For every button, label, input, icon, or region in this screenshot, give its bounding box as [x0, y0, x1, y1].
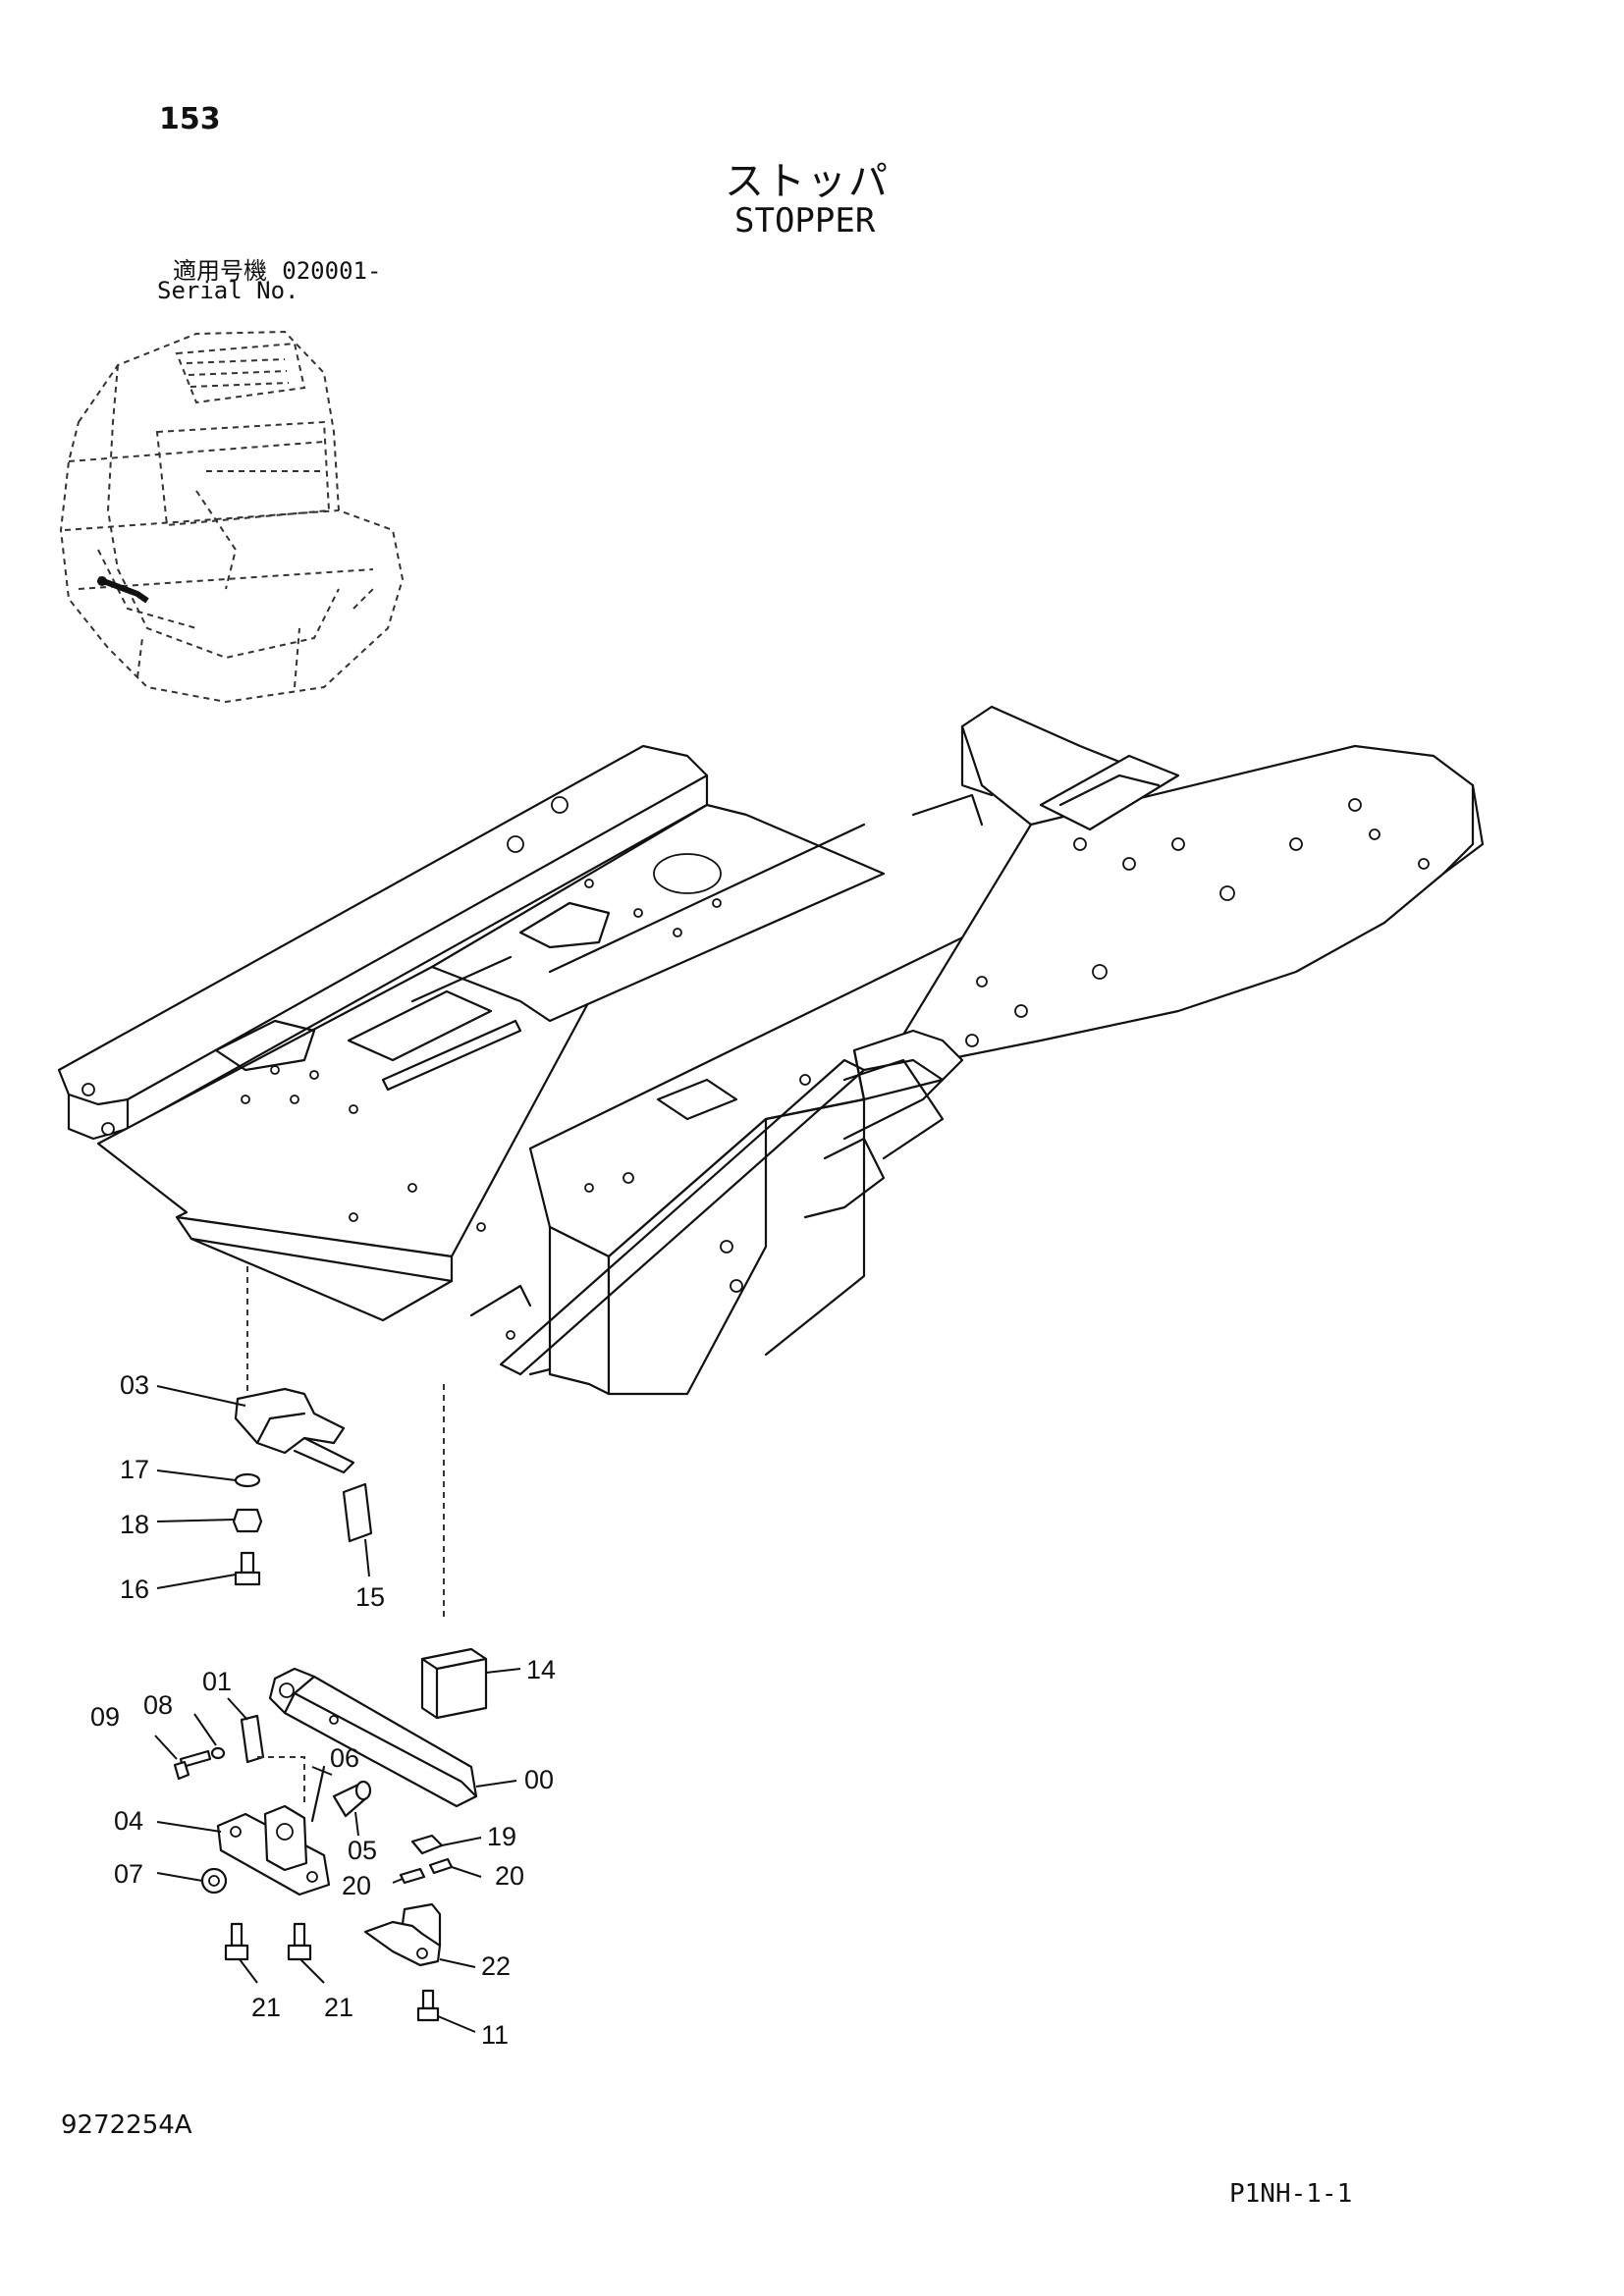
callout-06: 06: [330, 1743, 359, 1773]
callout-20-left: 20: [342, 1871, 371, 1900]
locator-stopper-highlight: [96, 576, 149, 604]
part-21-bolts: [224, 1922, 312, 1961]
part-18-nut: [232, 1508, 263, 1533]
assembly-line-01: [257, 1756, 305, 1806]
callout-19: 19: [487, 1822, 516, 1851]
part-20-spacer-left: [399, 1867, 426, 1885]
serial-value: 020001-: [282, 257, 382, 285]
part-15-shim: [342, 1482, 373, 1543]
callout-17: 17: [120, 1455, 149, 1484]
callout-21-right: 21: [324, 1993, 353, 2022]
callout-labels: 03 17 18 16 15 14 01 08 09 06 00 04 05 1…: [90, 1370, 556, 2050]
part-11-bolt: [416, 1989, 440, 2022]
serial-label-jp: 適用号機: [173, 257, 267, 285]
callout-21-left: 21: [251, 1993, 281, 2022]
part-00-stopper-bar: [268, 1667, 478, 1808]
document-code: 9272254A: [61, 2110, 192, 2140]
sheet-code: P1NH-1-1: [1229, 2179, 1353, 2209]
callout-07: 07: [114, 1859, 143, 1889]
part-14-block: [420, 1647, 488, 1720]
part-22-bracket: [363, 1902, 442, 1967]
part-05-pin: [332, 1780, 372, 1818]
callout-00: 00: [524, 1765, 554, 1794]
callout-08: 08: [143, 1690, 173, 1720]
callout-11: 11: [481, 2020, 509, 2050]
title-english: STOPPER: [734, 201, 876, 240]
part-03-bracket: [234, 1387, 355, 1474]
part-16-bolt: [234, 1551, 261, 1586]
locator-cab-view: [59, 330, 405, 704]
callout-20-right: 20: [495, 1861, 524, 1891]
part-20-spacer-right: [428, 1857, 454, 1875]
frame-bolt-holes: [81, 796, 1430, 1340]
title-japanese: ストッパ: [725, 159, 890, 204]
callout-03: 03: [120, 1370, 149, 1400]
serial-label-japanese: 適用号機 020001-: [173, 251, 381, 286]
callout-04: 04: [114, 1806, 143, 1836]
page-number: 153: [159, 102, 221, 136]
part-04-base: [216, 1804, 331, 1896]
callout-14: 14: [526, 1655, 556, 1684]
part-09-bolt: [173, 1749, 212, 1781]
leader-lines: [154, 1385, 521, 2033]
callout-16: 16: [120, 1575, 149, 1604]
serial-label-english: Serial No.: [157, 277, 299, 304]
part-01-plate: [240, 1714, 265, 1764]
callout-22: 22: [481, 1951, 511, 1981]
callout-01: 01: [202, 1667, 232, 1696]
callout-18: 18: [120, 1510, 149, 1539]
callout-05: 05: [348, 1836, 377, 1865]
part-08-washer: [210, 1746, 226, 1760]
part-19-shim: [410, 1834, 444, 1855]
callout-09: 09: [90, 1702, 120, 1732]
main-frame: [57, 705, 1485, 1396]
callout-15: 15: [355, 1582, 385, 1612]
part-06-split-pin: [310, 1765, 326, 1823]
part-17-washer: [234, 1472, 261, 1488]
